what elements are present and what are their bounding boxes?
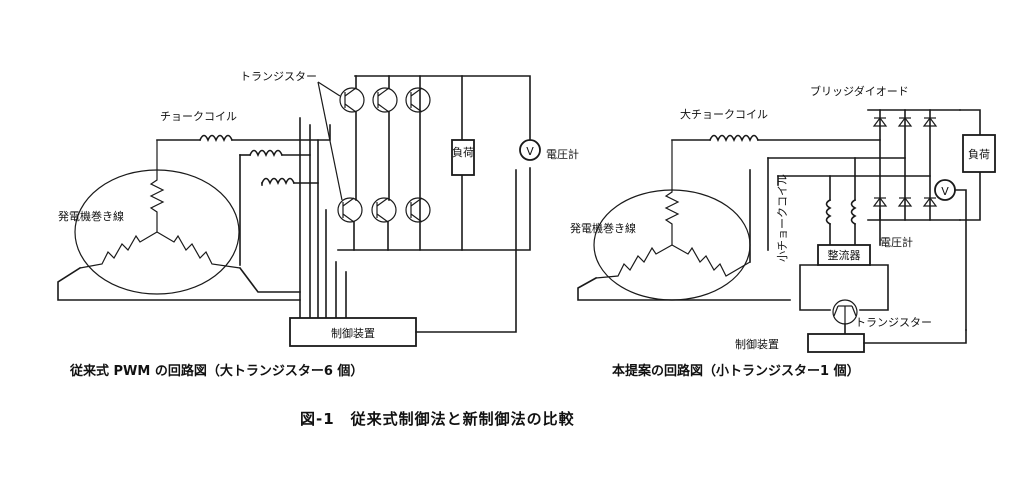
right-bridge-diodes: [867, 109, 961, 221]
left-generator: [74, 140, 241, 295]
right-rectifier-box: [817, 244, 871, 266]
left-voltmeter-symbol: V: [526, 145, 534, 158]
right-generator-label: 発電機巻き線: [570, 221, 636, 235]
right-small-choke-label: 小チョークコイル: [776, 174, 789, 262]
left-transistor-label: トランジスター: [240, 70, 317, 83]
right-load-label: 負荷: [968, 148, 990, 161]
left-controller-box: [289, 317, 417, 347]
right-bridge-label: ブリッジダイオード: [810, 84, 909, 98]
right-generator: [593, 140, 751, 301]
right-voltmeter-label: 電圧計: [880, 235, 913, 249]
right-controller-box: [807, 333, 865, 353]
right-rectifier-label: 整流器: [828, 248, 861, 262]
right-voltmeter-symbol: V: [941, 185, 949, 198]
figure-title: 図-1 従来式制御法と新制御法の比較: [300, 410, 575, 428]
left-voltmeter-label: 電圧計: [546, 147, 579, 161]
left-load-label: 負荷: [452, 146, 474, 159]
right-controller-label: 制御装置: [735, 337, 779, 351]
left-controller-label: 制御装置: [331, 326, 375, 340]
left-generator-label: 発電機巻き線: [58, 209, 124, 223]
right-load-box: [962, 134, 996, 173]
left-load-box: [451, 139, 475, 176]
right-transistor-label: トランジスター: [855, 316, 932, 329]
right-caption: 本提案の回路図（小トランジスター1 個）: [612, 364, 860, 379]
left-lower-transistors: [337, 197, 431, 251]
left-choke-label: チョークコイル: [160, 110, 237, 123]
right-circuit: 発電機巻き線 大チョークコイル: [570, 84, 996, 353]
right-big-choke-label: 大チョークコイル: [680, 107, 768, 121]
left-voltmeter: [519, 139, 541, 161]
left-upper-transistors: [339, 75, 431, 201]
left-circuit: 発電機巻き線 チョークコイル: [57, 70, 579, 347]
left-caption: 従来式 PWM の回路図（大トランジスター6 個）: [70, 364, 364, 379]
